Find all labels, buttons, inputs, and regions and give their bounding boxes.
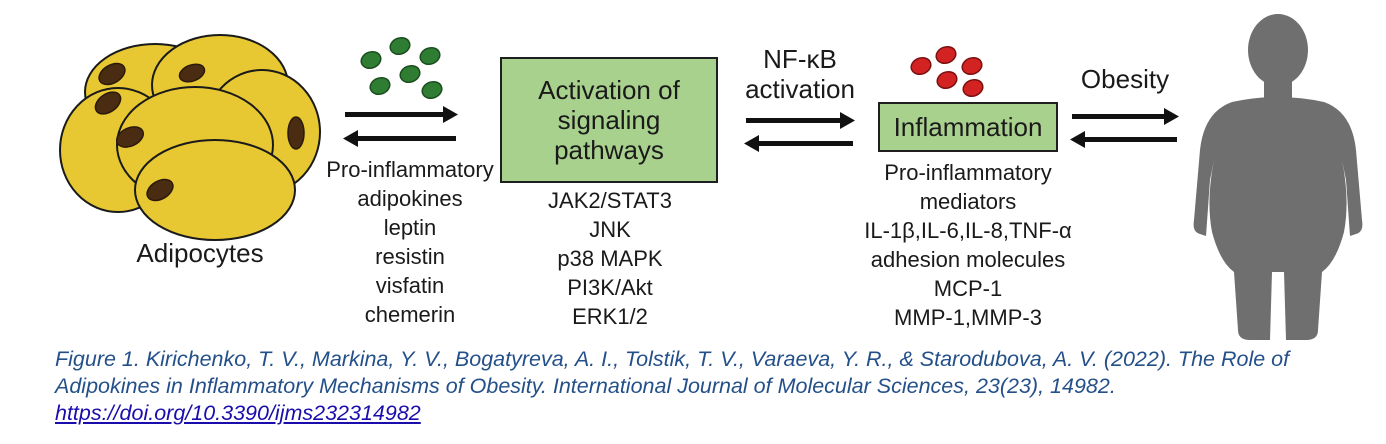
obesity-label: Obesity xyxy=(1080,64,1170,94)
mediators-heading-line: Pro-inflammatory xyxy=(884,160,1052,185)
pathway-item: p38 MAPK xyxy=(557,246,663,271)
pathways-list: JAK2/STAT3 JNK p38 MAPK PI3K/Akt ERK1/2 xyxy=(510,186,710,331)
adipokines-list: Pro-inflammatory adipokines leptin resis… xyxy=(310,155,510,329)
equilibrium-arrow-2 xyxy=(744,112,855,152)
nfkb-label: NF-κB activation xyxy=(735,44,865,104)
pathway-item: JAK2/STAT3 xyxy=(548,188,672,213)
mediator-item: IL-1β,IL-6,IL-8,TNF-α xyxy=(864,218,1072,243)
mediators-heading-line: mediators xyxy=(919,189,1017,214)
nfkb-label-line: NF-κB xyxy=(763,44,837,74)
equilibrium-arrow-1 xyxy=(343,106,458,147)
mediators-list: Pro-inflammatory mediators IL-1β,IL-6,IL… xyxy=(838,158,1098,332)
pathway-item: JNK xyxy=(589,217,631,242)
mediator-dots xyxy=(910,45,984,98)
adipokine-item: resistin xyxy=(375,244,445,269)
adipokine-item: leptin xyxy=(383,215,437,240)
adipokine-item: visfatin xyxy=(375,273,445,298)
mediator-item: MCP-1 xyxy=(933,276,1003,301)
pathway-item: ERK1/2 xyxy=(572,304,648,329)
inflammation-label: Inflammation xyxy=(893,112,1043,142)
mediator-item: MMP-1,MMP-3 xyxy=(894,305,1042,330)
mediator-item: adhesion molecules xyxy=(870,247,1066,272)
inflammation-box: Inflammation xyxy=(878,102,1058,152)
nfkb-label-line: activation xyxy=(745,74,855,104)
adipocytes-icon xyxy=(59,34,321,241)
pathway-item: PI3K/Akt xyxy=(567,275,653,300)
obese-person-icon xyxy=(1193,14,1363,340)
adipokine-item: chemerin xyxy=(364,302,456,327)
doi-link[interactable]: https://doi.org/10.3390/ijms232314982 xyxy=(55,401,421,425)
signaling-box-line: pathways xyxy=(554,135,664,165)
equilibrium-arrow-3 xyxy=(1070,108,1179,148)
signaling-pathways-box: Activation of signaling pathways xyxy=(500,57,718,183)
signaling-box-line: signaling xyxy=(557,105,661,135)
adipocytes-label: Adipocytes xyxy=(136,238,264,268)
adipokine-dots xyxy=(360,36,443,100)
figure-caption: Figure 1. Kirichenko, T. V., Markina, Y.… xyxy=(55,346,1365,427)
adipokines-heading-line: adipokines xyxy=(357,186,463,211)
diagram-graphics xyxy=(59,14,1363,340)
signaling-box-line: Activation of xyxy=(538,75,680,105)
adipokines-heading-line: Pro-inflammatory xyxy=(326,157,494,182)
caption-text: Figure 1. Kirichenko, T. V., Markina, Y.… xyxy=(55,347,1290,398)
